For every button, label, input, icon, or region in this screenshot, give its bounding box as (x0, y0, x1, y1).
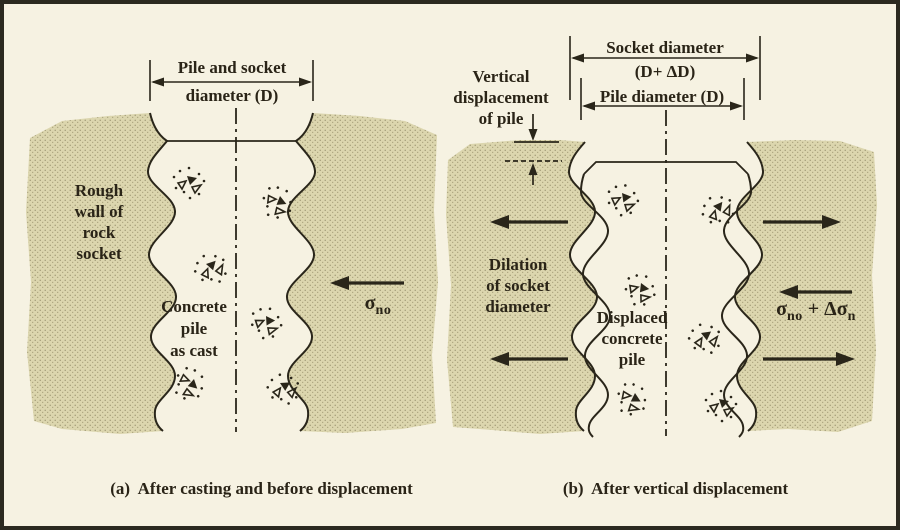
dimension-b-pile (580, 78, 745, 120)
aggregate-clusters-b (603, 180, 743, 424)
dilation-arrow-b-right-bottom (763, 352, 855, 366)
caption-a: (a) After casting and before displacemen… (110, 479, 413, 498)
vertical-displacement-marker (505, 114, 562, 185)
rock-wall-label: Rough wall of rock socket (74, 181, 124, 263)
dimension-label-a-line1: Pile and socket (177, 58, 287, 77)
socket-wall-a-left (146, 112, 178, 432)
socket-diameter-label: Socket diameter (606, 38, 724, 57)
dimension-a (149, 60, 314, 101)
dilation-arrow-b-left-top (490, 215, 568, 229)
rock-mass-a-left (26, 113, 177, 434)
pile-wall-b-left (579, 173, 612, 438)
dilation-arrow-b-right-top (763, 215, 841, 229)
dilation-label: Dilation of socket diameter (485, 255, 551, 316)
diagram-graphics (26, 36, 877, 438)
dimension-label-a-line2-wrap: diameter (D) (186, 85, 279, 106)
stress-label-b: σno + Δσn (776, 298, 856, 324)
stress-label-a: σno (364, 292, 392, 318)
vertical-displacement-label: Vertical displacement of pile (453, 67, 549, 128)
caption-b: (b) After vertical displacement (562, 479, 789, 498)
pile-wall-b-right (720, 173, 753, 438)
displaced-pile-label: Displaced concrete pile (596, 308, 668, 369)
stress-arrow-a (330, 276, 404, 290)
socket-wall-a-right (285, 112, 317, 432)
rock-mass-a-right (286, 113, 438, 433)
pile-diameter-label: Pile diameter (D) (599, 87, 725, 106)
stress-arrow-b (779, 285, 852, 299)
dimension-b-socket (569, 36, 761, 100)
dimension-label-a: Pile and socket (178, 57, 287, 78)
dimension-label-a-line2: diameter (D) (185, 86, 279, 105)
dilation-arrow-b-left-bottom (490, 352, 568, 366)
concrete-pile-label: Concrete pile as cast (161, 297, 227, 360)
socket-diameter-value: (D+ ΔD) (634, 62, 696, 81)
